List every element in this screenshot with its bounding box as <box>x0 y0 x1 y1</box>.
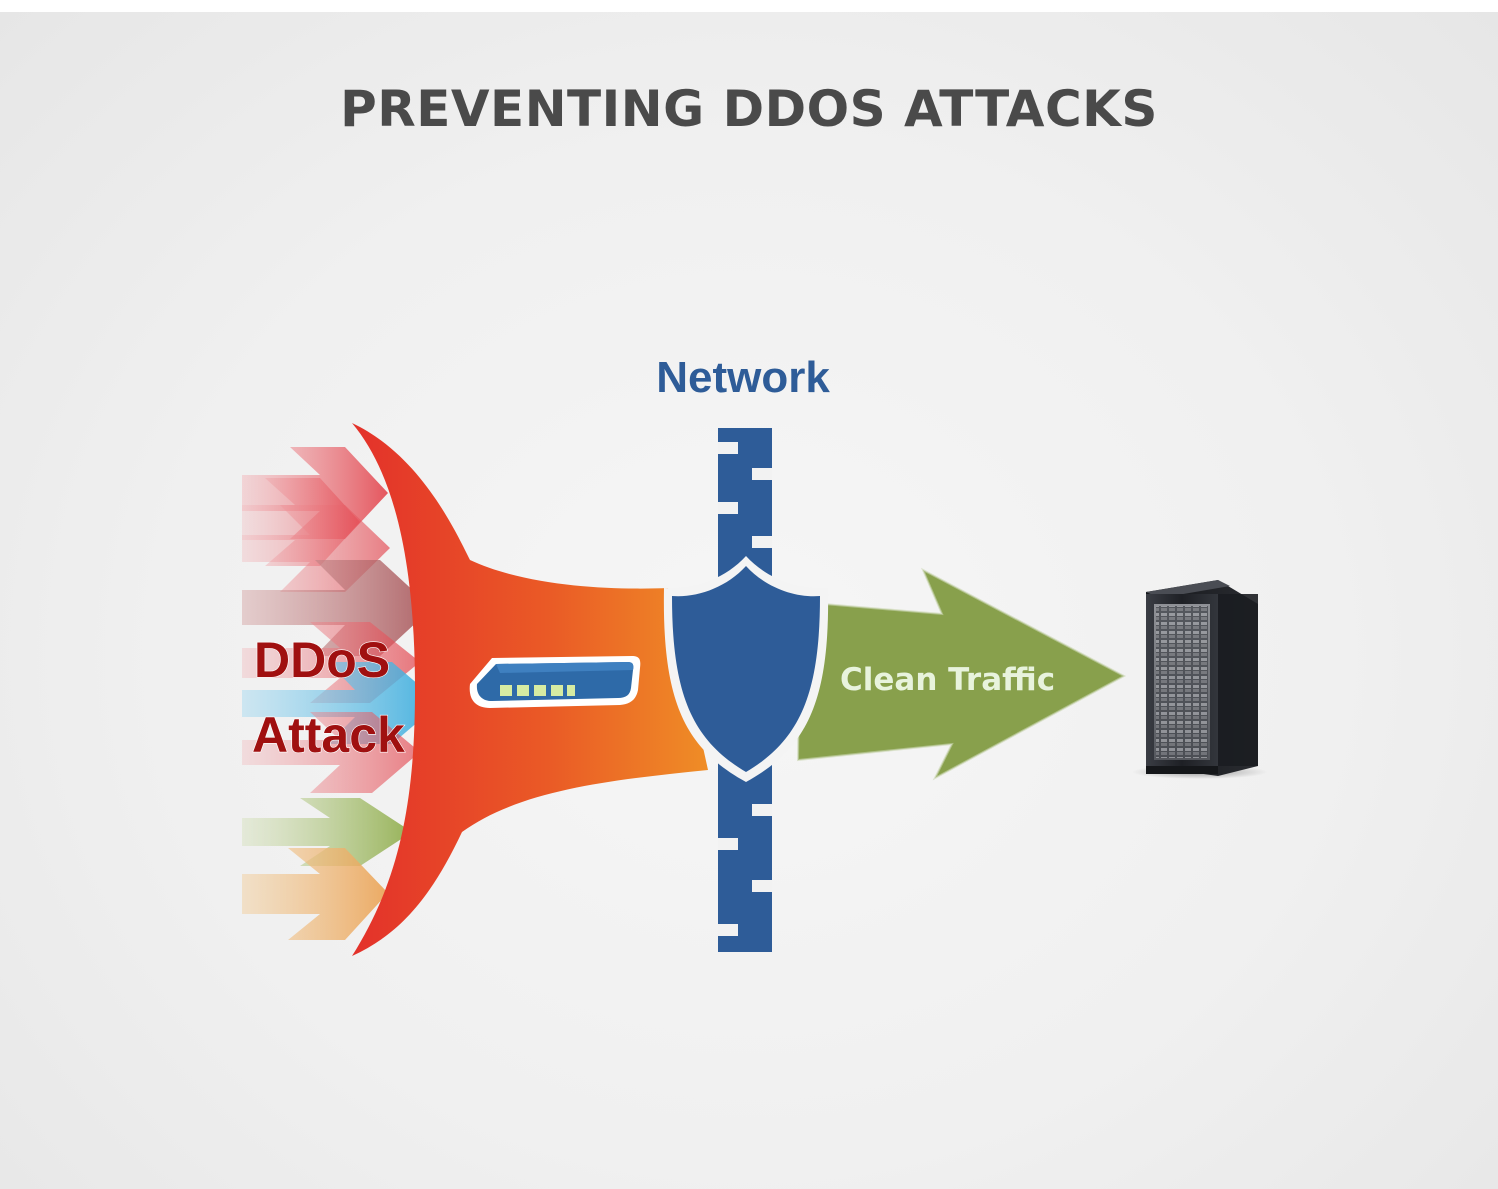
attack-arrow-9 <box>242 848 388 940</box>
attack-label-line1: DDoS <box>254 632 390 688</box>
incoming-traffic-arrows <box>242 447 440 940</box>
attack-arrow-6 <box>242 662 440 744</box>
clean-traffic-arrow <box>796 567 1127 781</box>
attack-arrow-4 <box>242 560 432 656</box>
page-title: PREVENTING DDOS ATTACKS <box>340 80 1158 138</box>
server-rack-icon <box>1132 580 1268 779</box>
attack-arrow-7 <box>242 712 420 793</box>
shield-icon <box>663 556 829 782</box>
clean-traffic-label: Clean Traffic <box>840 662 1055 698</box>
top-strip <box>0 0 1498 12</box>
router-icon <box>469 656 641 708</box>
network-label: Network <box>656 353 830 402</box>
attack-label-line2: Attack <box>252 707 405 763</box>
attack-arrow-8 <box>242 798 412 866</box>
